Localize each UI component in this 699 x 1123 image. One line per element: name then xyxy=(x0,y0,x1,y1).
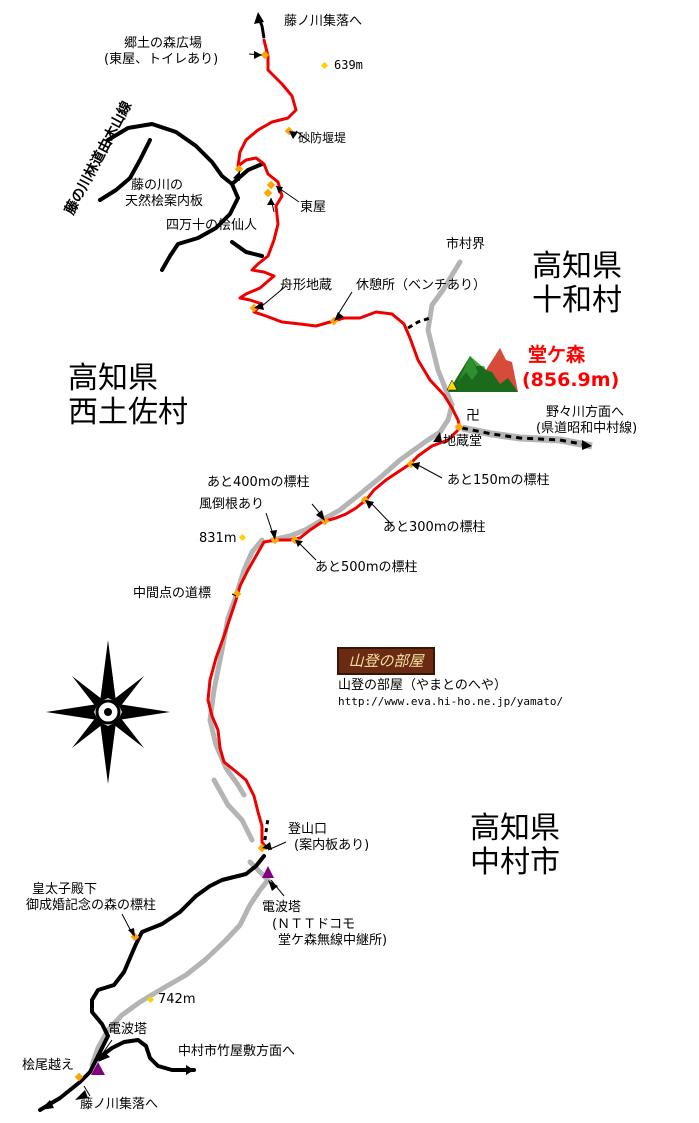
label-nakamura: 中村市竹屋敷方面へ xyxy=(178,1044,296,1059)
label-funagata: 舟形地蔵 xyxy=(280,278,333,293)
forest-road-mid xyxy=(207,537,265,798)
summit-elevation: (856.9m) xyxy=(522,369,620,391)
waypoint-kashi xyxy=(234,164,244,174)
label-nonokawa-2: (県道昭和中村線) xyxy=(536,421,638,436)
label-kashi-1: 藤の川の xyxy=(131,178,184,193)
forest-road-spur xyxy=(211,777,255,843)
label-nonokawa-1: 野々川方面へ xyxy=(546,405,625,420)
site-badge-text: 山登の部屋 xyxy=(348,652,424,670)
label-kotaishi-1: 皇太子殿下 xyxy=(32,882,98,897)
label-kotaishi-2: 御成婚記念の森の標柱 xyxy=(26,898,157,913)
waypoint-kyodo xyxy=(260,50,270,60)
summit-name: 堂ケ森 xyxy=(528,344,586,366)
compass-rose xyxy=(46,640,170,784)
radio-tower-2 xyxy=(91,1062,105,1075)
compass-e: E xyxy=(124,706,133,720)
label-jizodo: 地蔵堂 xyxy=(443,434,483,449)
pref-towa-line1: 高知県 xyxy=(532,249,622,284)
label-kyodo-1: 郷土の森広場 xyxy=(124,36,203,51)
waypoint-shimanto xyxy=(263,188,273,198)
label-sabo: 砂防堰堤 xyxy=(298,131,347,145)
hiking-trail xyxy=(206,38,462,850)
compass-w: W xyxy=(80,706,94,720)
label-denpa2: 電波塔 xyxy=(108,1022,148,1037)
site-name: 山登の部屋（やまとのへや） xyxy=(338,678,507,693)
label-tozanguchi-1: 登山口 xyxy=(288,822,328,837)
label-ato400: あと400mの標柱 xyxy=(207,475,310,490)
label-elev-639: 639m xyxy=(334,58,363,72)
label-ato150: あと150mの標柱 xyxy=(447,473,550,488)
waypoint-azumaya xyxy=(266,180,276,190)
trail-route xyxy=(206,38,462,850)
label-chukanten: 中間点の道標 xyxy=(133,586,212,601)
label-denpa1-3: 堂ケ森無線中継所) xyxy=(278,933,388,948)
compass-n: N xyxy=(104,675,115,689)
pref-nakamura-line2: 中村市 xyxy=(470,845,560,880)
label-kyodo-2: (東屋、トイレあり) xyxy=(104,52,219,67)
waypoint-jizodo xyxy=(454,422,464,432)
summit-icon xyxy=(446,348,518,392)
label-denpa1-2: (ＮＴＴドコモ xyxy=(272,917,356,932)
tozanguchi-dash xyxy=(262,817,270,849)
label-kyukei: 休憩所（ベンチあり） xyxy=(356,278,487,293)
label-shimanto: 四万十の桧仙人 xyxy=(166,218,258,233)
arrow-heads xyxy=(40,12,592,1110)
waypoint-639 xyxy=(320,61,329,70)
site-badge[interactable]: 山登の部屋 xyxy=(337,647,435,675)
waypoint-742 xyxy=(146,995,155,1004)
radio-tower-1 xyxy=(262,866,274,878)
radio-towers xyxy=(91,866,274,1075)
label-ato500: あと500mの標柱 xyxy=(315,560,418,575)
label-azumaya: 東屋 xyxy=(300,200,327,215)
waypoint-831 xyxy=(238,533,247,542)
pref-towa-line2: 十和村 xyxy=(532,283,622,318)
label-tozanguchi-2: (案内板あり) xyxy=(294,838,370,853)
summit-marker xyxy=(446,379,458,391)
label-fujinokawa-top: 藤ノ川集落へ xyxy=(284,14,363,29)
boundary-dash xyxy=(407,316,431,330)
label-elev-742: 742m xyxy=(158,992,196,1007)
pref-nakamura-line1: 高知県 xyxy=(470,811,560,846)
label-kashi-2: 天然桧案内板 xyxy=(125,194,204,209)
label-ato300: あと300mの標柱 xyxy=(383,520,486,535)
label-denpa1-1: 電波塔 xyxy=(262,900,302,915)
label-kazurao: 桧尾越え xyxy=(22,1058,75,1073)
forest-road-lower xyxy=(89,859,271,1068)
site-url[interactable]: http://www.eva.hi-ho.ne.jp/yamato/ xyxy=(338,695,564,708)
pref-nishitosa-line1: 高知県 xyxy=(68,361,158,396)
pref-nishitosa-line2: 西土佐村 xyxy=(68,395,188,430)
nonokawa-road-dash xyxy=(461,426,593,448)
label-fujinokawa-bottom: 藤ノ川集落へ xyxy=(80,1097,159,1112)
compass-s: S xyxy=(104,738,113,752)
nakamura-road xyxy=(94,1038,196,1072)
manji-icon: 卍 xyxy=(466,408,480,424)
lower-road xyxy=(38,854,266,1112)
rindo-road-branch xyxy=(230,240,264,258)
label-shison-boundary: 市村界 xyxy=(446,237,486,252)
label-fudone: 風倒根あり xyxy=(199,497,265,512)
label-elev-831: 831m xyxy=(199,531,237,546)
